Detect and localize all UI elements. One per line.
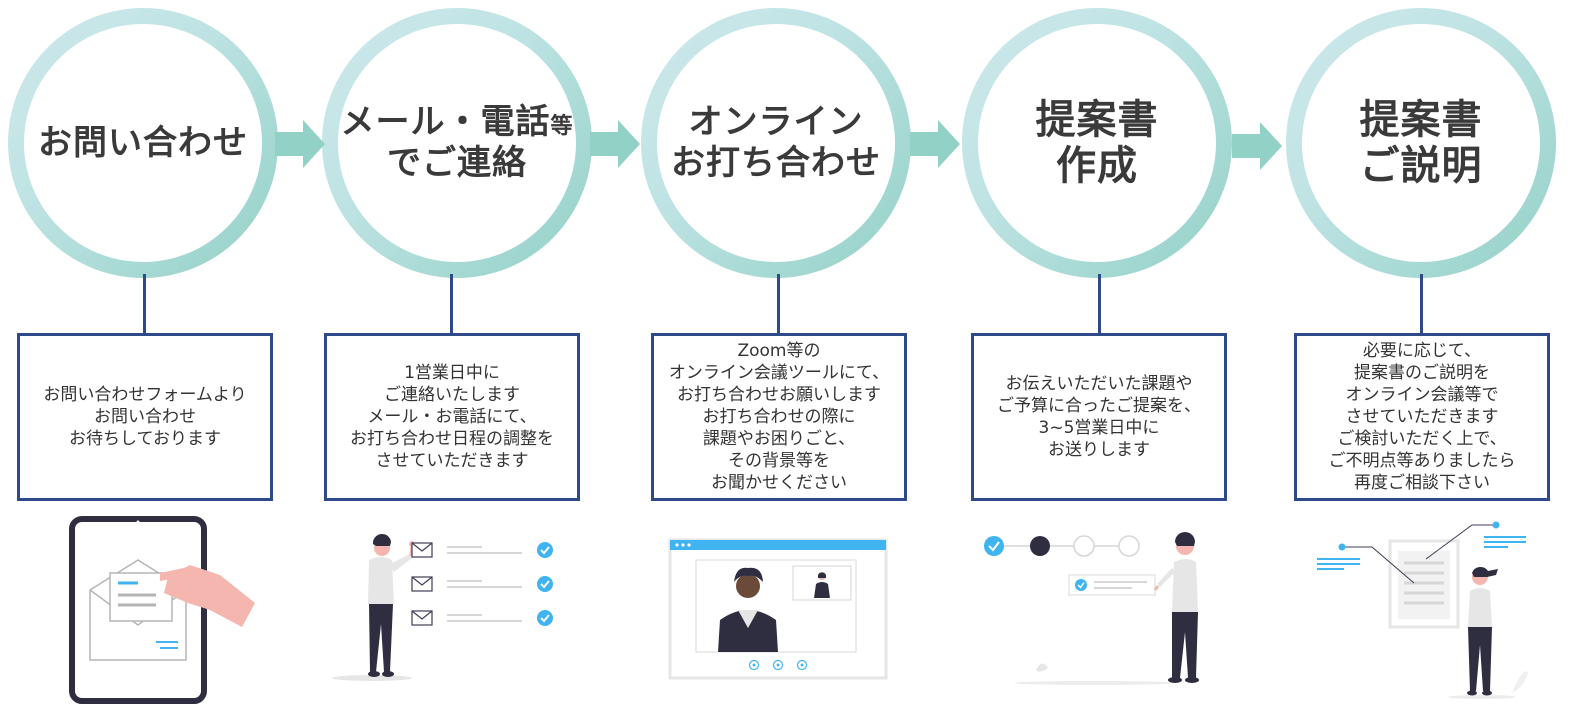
step-2-circle: メール・電話等 でご連絡 [322, 8, 592, 278]
step-2-title-suffix: 等 [550, 114, 574, 140]
step-3-title-line-2: お打ち合わせ [671, 143, 881, 183]
arrow-right-icon [275, 120, 325, 168]
step-1-circle: お問い合わせ [8, 8, 278, 278]
step-5-circle: 提案書 ご説明 [1286, 8, 1556, 278]
step-2-title-line-1: メール・電話 [340, 102, 551, 143]
step-5-description: 必要に応じて、 提案書のご説明を オンライン会議等で させていただきます ご検討… [1328, 341, 1516, 493]
step-1-description-box: お問い合わせフォームより お問い合わせ お待ちしております [17, 333, 273, 501]
step-3-title: オンライン お打ち合わせ [671, 102, 881, 184]
person-progress-steps-icon [984, 532, 1199, 685]
arrow-right-icon [1232, 122, 1282, 170]
connector-line [777, 274, 780, 334]
step-1-title: お問い合わせ [38, 123, 248, 164]
checklist-row [411, 610, 553, 626]
step-4-title: 提案書 作成 [1036, 97, 1159, 189]
connector-line [450, 274, 453, 334]
step-2-title-line-2: でご連絡 [386, 143, 527, 183]
step-3-description: Zoom等の オンライン会議ツールにて、 お打ち合わせお願いします お打ち合わせ… [668, 341, 890, 493]
step-5-title: 提案書 ご説明 [1360, 97, 1483, 189]
checklist-row [411, 542, 553, 558]
step-3-description-box: Zoom等の オンライン会議ツールにて、 お打ち合わせお願いします お打ち合わせ… [651, 333, 907, 501]
step-2-description: 1営業日中に ご連絡いたします メール・お電話にて、 お打ち合わせ日程の調整を … [350, 363, 554, 471]
step-5-title-line-1: 提案書 [1359, 97, 1483, 143]
connector-line [143, 274, 146, 334]
step-4-description: お伝えいただいた課題や ご予算に合ったご提案を、 3~5営業日中に お送りします [997, 374, 1201, 460]
arrow-right-icon [590, 120, 640, 168]
tablet-envelope-hand-icon [69, 516, 255, 704]
step-4-description-box: お伝えいただいた課題や ご予算に合ったご提案を、 3~5営業日中に お送りします [971, 333, 1227, 501]
step-3-circle: オンライン お打ち合わせ [641, 8, 911, 278]
connector-line [1420, 274, 1423, 334]
step-5-description-box: 必要に応じて、 提案書のご説明を オンライン会議等で させていただきます ご検討… [1294, 333, 1550, 501]
step-1-title-line-1: お問い合わせ [38, 122, 248, 163]
step-2-title: メール・電話等 でご連絡 [340, 102, 573, 184]
arrow-right-icon [910, 120, 960, 168]
step-5-title-line-2: ご説明 [1359, 143, 1483, 189]
step-1-description: お問い合わせフォームより お問い合わせ お待ちしております [43, 385, 247, 449]
step-4-title-line-2: 作成 [1056, 143, 1138, 189]
person-checklist-icon [332, 533, 553, 681]
video-call-icon [668, 538, 888, 680]
step-4-title-line-1: 提案書 [1035, 97, 1159, 143]
step-2-description-box: 1営業日中に ご連絡いたします メール・お電話にて、 お打ち合わせ日程の調整を … [324, 333, 580, 501]
connector-line [1098, 274, 1101, 334]
checklist-row [411, 576, 553, 592]
step-3-title-line-1: オンライン [688, 102, 864, 143]
step-4-circle: 提案書 作成 [962, 8, 1232, 278]
person-document-icon [1317, 521, 1528, 699]
